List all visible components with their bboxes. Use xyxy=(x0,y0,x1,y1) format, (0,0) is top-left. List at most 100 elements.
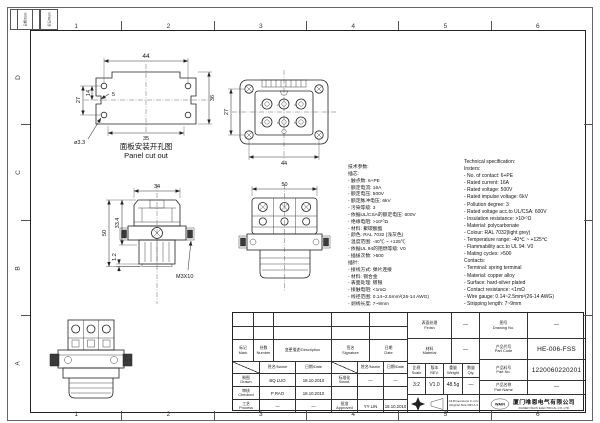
spec-line: - Pollution degree: 3 xyxy=(464,201,509,208)
center-screw-cross xyxy=(152,228,162,238)
frame-tick xyxy=(305,411,307,420)
frame-zone-label: D xyxy=(14,75,22,80)
dim-44: 44 xyxy=(248,140,320,167)
corner-revision-strip: 日期/Date xyxy=(10,9,40,30)
frame-zone-cell: 6 xyxy=(492,7,584,30)
frame-tick xyxy=(213,21,215,30)
spec-line: - No. of contact: 6+PE xyxy=(464,173,514,180)
company-names: 厦门唯恩电气有限公司 XIAMEN WAIN ELECTRICAL CO.,LT… xyxy=(513,397,575,410)
dim-36-label: 36 xyxy=(210,95,216,101)
part-code-value: HE-006-FSS xyxy=(527,338,585,359)
hood-latch xyxy=(149,199,165,209)
name-header: 姓名/Name xyxy=(357,361,383,373)
dim-34-label: 34 xyxy=(154,184,160,190)
rev-value: V1.0 xyxy=(425,377,443,394)
dim-33-4: 33.4 xyxy=(115,199,137,246)
barrel-lines xyxy=(260,257,310,271)
svg-text:4: 4 xyxy=(260,121,262,125)
drawn-name: BQ LUO xyxy=(259,373,295,386)
frame-zone-cell: 5 xyxy=(399,7,492,30)
insert-face-view: 1 2 3 4 5 6 27 44 xyxy=(224,70,336,167)
empty-cell xyxy=(331,386,357,399)
dim-hole: ø3.3 xyxy=(74,117,102,146)
scale-value: 3:2 xyxy=(407,377,425,394)
frame-zone-label: 2 xyxy=(166,411,171,418)
frame-zone-cell: 3 xyxy=(215,411,307,421)
frame-tick xyxy=(121,411,123,420)
dim-5: 5 xyxy=(100,92,115,100)
spec-line: - Contact resistance: <1mΩ xyxy=(464,286,525,293)
spec-line: - 材料: 铜合金 xyxy=(348,274,378,280)
panel-cutout-caption-en: Panel cut out xyxy=(124,151,169,160)
spec-line: Technical specification: xyxy=(464,159,516,165)
spec-line: - 依据UL 94的阻燃等级: V0 xyxy=(348,247,406,253)
material-label: 材料 Material xyxy=(407,338,451,363)
frame-zone-cell: 1 xyxy=(30,411,123,421)
frame-zone-cell: 6 xyxy=(492,411,584,421)
spec-line: - 线径范围: 0.14~2.5mm²(26-14 AWG) xyxy=(348,295,429,301)
top-hatch-strip xyxy=(261,79,307,88)
frame-tick xyxy=(398,21,400,30)
revision-cell-empty xyxy=(273,326,331,339)
revision-cell-empty xyxy=(369,326,407,339)
frame-zone-cell: 1 xyxy=(30,7,123,30)
frame-zone-cell: D xyxy=(7,30,30,126)
spec-line: - Insulation resistance: >10¹⁰Ω xyxy=(464,215,532,222)
approved-name: YY LIN xyxy=(357,399,383,412)
frame-zone-label: 3 xyxy=(259,411,263,418)
frame-zone-cell: 2 xyxy=(122,411,215,421)
dim-35: 35 xyxy=(107,126,185,142)
revision-cell-empty xyxy=(273,313,331,326)
frame-tick xyxy=(584,219,593,221)
spec-line: Contacts: xyxy=(464,258,486,265)
process-name: — xyxy=(259,399,295,412)
spec-line: - 插拔次数: >500 xyxy=(348,253,384,259)
material-value: — xyxy=(451,338,479,363)
finish-label: 表面处理 Finish xyxy=(407,313,451,338)
frame-zone-label: 4 xyxy=(351,23,355,30)
right-seal xyxy=(187,229,193,239)
spec-line: - 接线方式: 弹片连接 xyxy=(348,267,392,273)
role-corner-cell xyxy=(331,361,357,373)
center-screw xyxy=(151,227,163,239)
revision-cell-empty xyxy=(253,313,273,326)
spec-line: 插芯: xyxy=(348,171,359,177)
frame-zone-label: B xyxy=(15,265,22,271)
revision-cell-empty xyxy=(233,313,253,326)
frame-zone-label: 2 xyxy=(166,23,171,30)
frame-zone-label: A xyxy=(15,361,22,366)
drawing-no-label: 图号 Drawing No. xyxy=(479,313,527,338)
revision-signature-header: 签名 Signature xyxy=(331,339,369,361)
spec-line: - Terminal: spring terminal xyxy=(464,265,522,272)
spec-line: - Flammability acc.to UL 94: V0 xyxy=(464,244,534,251)
panel-cutout-view: 44 27 14 5 36 35 ø3.3 面板安装开孔图 xyxy=(74,53,216,160)
company-block: WAIN 厦门唯恩电气有限公司 XIAMEN WAIN ELECTRICAL C… xyxy=(479,394,585,412)
spec-line: - 额定电流: 16A xyxy=(348,185,382,191)
dimensions-note: All Dimensions in mm Original Size DIN A… xyxy=(447,394,479,412)
dim-hole-label: ø3.3 xyxy=(74,140,85,146)
spec-line: - 颜色: RAL 7032 (浅灰色) xyxy=(348,233,404,239)
spec-block-english: Technical specification:Insters:- No. of… xyxy=(464,159,582,308)
spec-line: - 材料: 聚碳酸酯 xyxy=(348,226,383,232)
frame-zone-cell xyxy=(584,125,593,221)
pictorial-view xyxy=(49,319,133,399)
date-header: 日期/Date xyxy=(383,361,407,373)
spec-line: - Mating cycles: >500 xyxy=(464,251,512,258)
spec-line: - Rated voltage acc.to UL/CSA: 600V xyxy=(464,208,547,215)
flange xyxy=(57,349,125,369)
spec-line: - 额定脉冲电压: 6kV xyxy=(348,199,391,205)
empty-cell xyxy=(383,386,407,399)
revision-number-header: 处数 Number xyxy=(253,339,273,361)
spec-line: - Temperature range: -40℃ ~ +125℃ xyxy=(464,237,548,244)
dim-50-label: 50 xyxy=(281,182,287,188)
terminal-grid xyxy=(252,198,317,234)
drawn-date: 18.10.2010 xyxy=(295,373,331,386)
projection-symbol-icon xyxy=(410,396,443,411)
frame-zone-label: 1 xyxy=(74,411,78,418)
star-symbol-icon xyxy=(410,396,425,411)
part-no-value: 1220060220201 xyxy=(527,359,585,380)
dim-1-2-label: 1.2 xyxy=(112,253,118,261)
spec-block-chinese: 技术参数:插芯:- 触点数: 6+PE- 额定电流: 16A- 额定电压: 50… xyxy=(348,165,460,309)
